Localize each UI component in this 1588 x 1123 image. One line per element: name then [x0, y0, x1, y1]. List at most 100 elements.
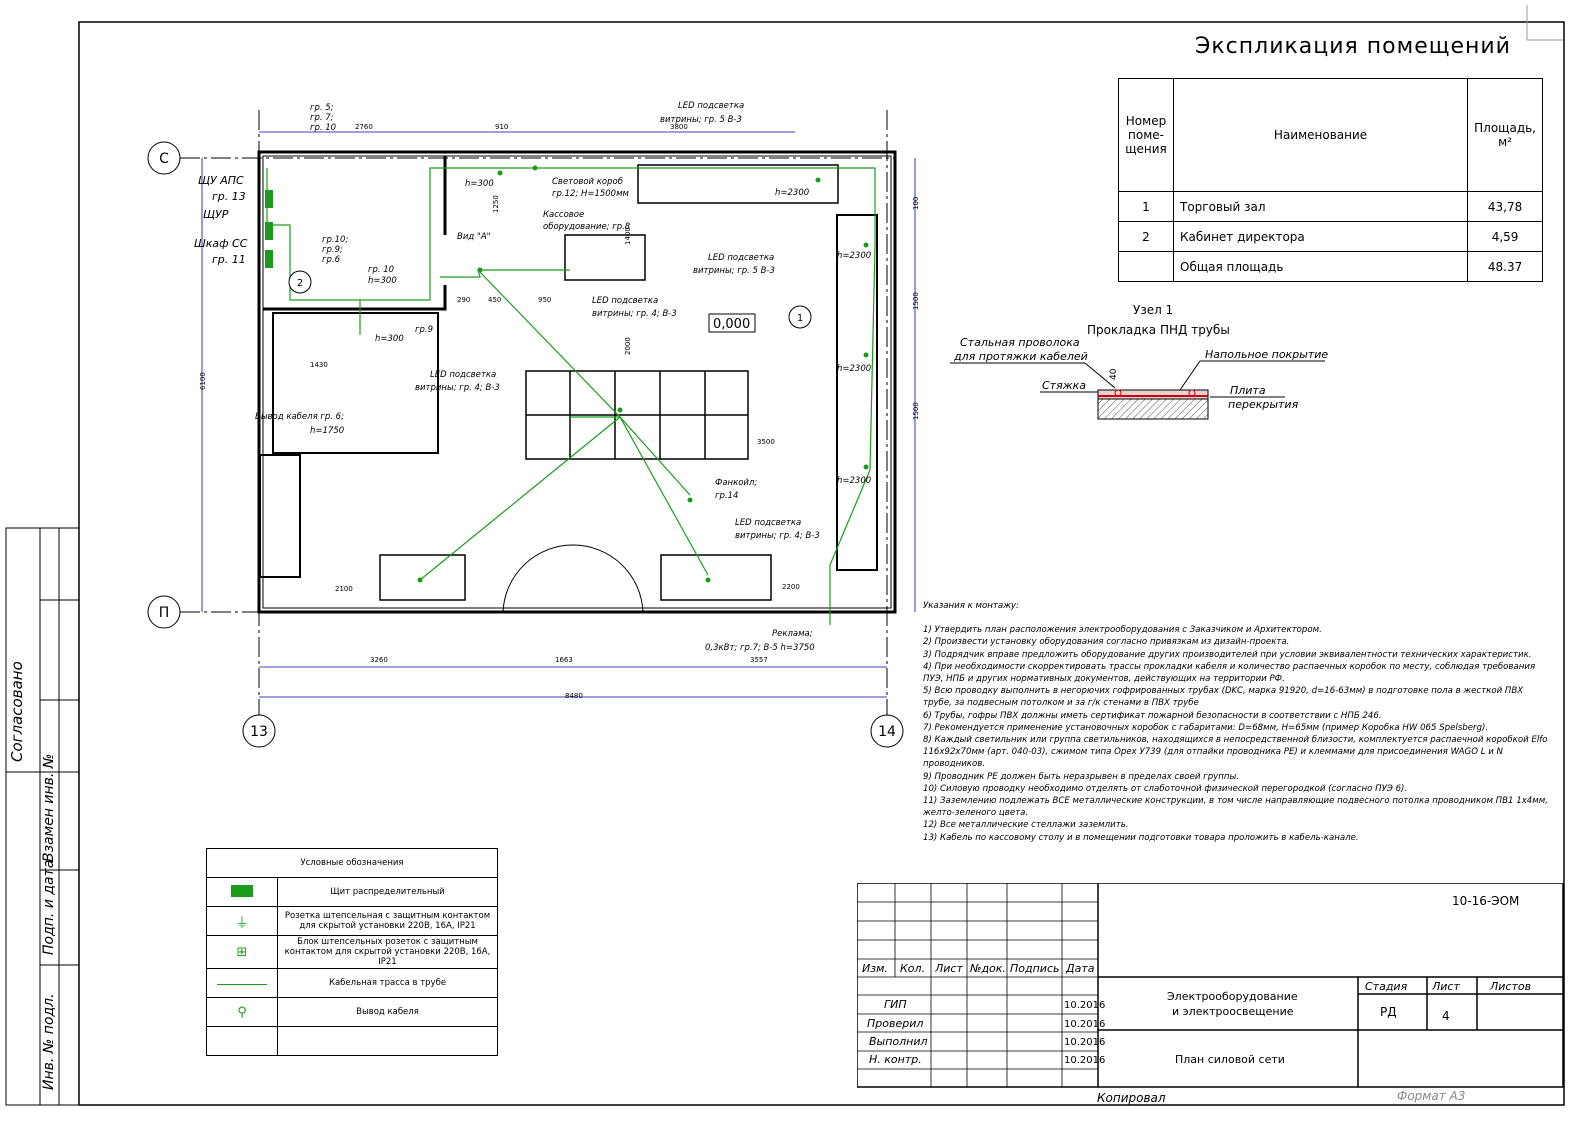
note-2: 2) Произвести установку оборудования сог… [923, 637, 1290, 648]
svg-text:2100: 2100 [335, 585, 353, 593]
note-10: 10) Силовую проводку необходимо отделять… [923, 783, 1408, 794]
svg-text:Стадия: Стадия [1365, 980, 1408, 993]
cable-route-icon [217, 984, 267, 985]
svg-text:гр. 13: гр. 13 [212, 190, 246, 203]
node-title: Узел 1 [1133, 303, 1173, 317]
svg-text:LED подсветка: LED подсветка [678, 101, 744, 111]
svg-text:и электроосвещение: и электроосвещение [1172, 1005, 1294, 1018]
svg-text:Изм.: Изм. [862, 962, 888, 975]
node-subtitle: Прокладка ПНД трубы [1087, 323, 1230, 337]
svg-text:10.2016: 10.2016 [1064, 1055, 1105, 1066]
svg-text:Лист: Лист [934, 962, 963, 975]
level-mark: 0,000 [713, 317, 750, 332]
stamp-inv: Инв. № подл. [41, 993, 57, 1090]
svg-text:витрины; гр. 5 В-3: витрины; гр. 5 В-3 [660, 115, 742, 125]
svg-text:оборудование; гр.8: оборудование; гр.8 [543, 222, 631, 232]
svg-text:ГИП: ГИП [884, 998, 907, 1011]
svg-text:100: 100 [912, 197, 920, 210]
svg-text:Выполнил: Выполнил [869, 1035, 928, 1048]
svg-text:h=300: h=300 [368, 276, 397, 286]
note-8: 8) Каждый светильник или группа светильн… [923, 735, 1548, 770]
svg-text:Кассовое: Кассовое [543, 210, 584, 220]
svg-text:гр.9: гр.9 [415, 325, 433, 335]
svg-text:8480: 8480 [565, 692, 583, 700]
svg-text:3557: 3557 [750, 656, 768, 664]
svg-text:1500: 1500 [912, 402, 920, 420]
drawing-code: 10-16-ЭОМ [1452, 894, 1519, 908]
svg-text:LED подсветка: LED подсветка [708, 253, 774, 263]
svg-text:витрины; гр. 4; В-3: витрины; гр. 4; В-3 [592, 309, 677, 319]
svg-text:перекрытия: перекрытия [1228, 398, 1299, 411]
svg-text:гр.9;: гр.9; [322, 245, 343, 255]
svg-text:2000: 2000 [624, 337, 632, 355]
svg-text:гр. 7;: гр. 7; [310, 113, 334, 123]
expl-header-num: Номер поме-щения [1118, 78, 1174, 192]
svg-text:10.2016: 10.2016 [1064, 1037, 1105, 1048]
socket-icon: ⏚ [235, 915, 249, 931]
mounting-notes: Указания к монтажу: 1) Утвердить план ра… [923, 600, 1548, 844]
svg-text:h=2300: h=2300 [837, 251, 871, 261]
svg-text:С: С [159, 151, 169, 167]
cable-outlet-icon: ⚲ [237, 1004, 247, 1020]
svg-text:ЩУР: ЩУР [203, 208, 229, 221]
svg-text:гр. 11: гр. 11 [212, 253, 246, 266]
svg-text:ЩУ АПС: ЩУ АПС [198, 174, 244, 187]
expl-header-name: Наименование [1172, 78, 1469, 192]
note-3: 3) Подрядчик вправе предложить оборудова… [923, 649, 1532, 660]
svg-text:гр.6: гр.6 [322, 255, 341, 265]
svg-text:витрины; гр. 4; В-3: витрины; гр. 4; В-3 [415, 383, 500, 393]
explication-table: Номер поме-щения Наименование Площадь, м… [1118, 78, 1543, 282]
svg-text:Лист: Лист [1431, 980, 1460, 993]
svg-text:3260: 3260 [370, 656, 388, 664]
svg-text:910: 910 [495, 123, 508, 131]
node-label-slab: Плита [1230, 384, 1266, 397]
svg-text:Световой короб: Световой короб [552, 177, 623, 187]
sheet-name: План силовой сети [1175, 1053, 1285, 1066]
svg-text:гр. 10: гр. 10 [310, 123, 336, 133]
svg-text:3800: 3800 [670, 123, 688, 131]
svg-text:6100: 6100 [199, 372, 207, 390]
svg-text:h=1750: h=1750 [310, 426, 344, 436]
svg-text:гр. 10: гр. 10 [368, 265, 394, 275]
svg-text:0,3кВт; гр.7; В-5 h=3750: 0,3кВт; гр.7; В-5 h=3750 [705, 643, 815, 653]
note-11: 11) Заземлению подлежать ВСЕ металлическ… [923, 796, 1548, 819]
format-label: Формат А3 [1397, 1089, 1465, 1103]
svg-text:Листов: Листов [1489, 980, 1531, 993]
svg-text:1663: 1663 [555, 656, 573, 664]
note-4: 4) При необходимости скорректировать тра… [923, 661, 1536, 685]
svg-text:Вывод кабеля гр. 6;: Вывод кабеля гр. 6; [255, 412, 344, 422]
svg-text:Шкаф СС: Шкаф СС [194, 237, 248, 250]
node-detail: Узел 1 Прокладка ПНД трубы Стальная пров… [950, 303, 1328, 420]
svg-text:1400: 1400 [624, 227, 632, 245]
svg-text:Проверил: Проверил [867, 1017, 923, 1030]
svg-text:витрины; гр. 4; В-3: витрины; гр. 4; В-3 [735, 531, 820, 541]
svg-text:гр.14: гр.14 [715, 491, 738, 501]
legend-row: Кабельная трасса в трубе [206, 968, 498, 998]
svg-text:гр.12; Н=1500мм: гр.12; Н=1500мм [552, 189, 630, 199]
note-5: 5) Всю проводку выполнить в негорючих го… [923, 686, 1524, 709]
table-row: 2 Кабинет директора 4,59 [1118, 221, 1543, 252]
svg-text:10.2016: 10.2016 [1064, 1000, 1105, 1011]
legend-row: ⊞ Блок штепсельных розеток с защитным ко… [206, 935, 498, 969]
svg-text:Дата: Дата [1065, 962, 1095, 975]
title-block: Изм. Кол. Лист №док. Подпись Дата ГИП Пр… [857, 883, 1564, 1105]
svg-text:40: 40 [1109, 368, 1119, 380]
svg-text:Реклама;: Реклама; [772, 629, 813, 639]
svg-text:290: 290 [457, 296, 470, 304]
legend-table: Условные обозначения Щит распределительн… [206, 848, 498, 1056]
stamp-vzamen: Взамен инв. № [41, 754, 57, 862]
explication-title: Экспликация помещений [1195, 34, 1511, 59]
table-row: Общая площадь 48.37 [1118, 251, 1543, 282]
copied-label: Копировал [1097, 1091, 1166, 1105]
sheet-value: 4 [1442, 1009, 1450, 1023]
svg-text:витрины; гр. 5 В-3: витрины; гр. 5 В-3 [693, 266, 775, 276]
stamp-soglasovano: Согласовано [8, 661, 26, 762]
svg-text:для протяжки кабелей: для протяжки кабелей [953, 350, 1088, 363]
svg-text:Подпись: Подпись [1010, 962, 1059, 975]
svg-text:450: 450 [488, 296, 501, 304]
panel-shkaf [265, 250, 273, 268]
svg-text:Вид "А": Вид "А" [457, 232, 491, 242]
svg-text:2200: 2200 [782, 583, 800, 591]
